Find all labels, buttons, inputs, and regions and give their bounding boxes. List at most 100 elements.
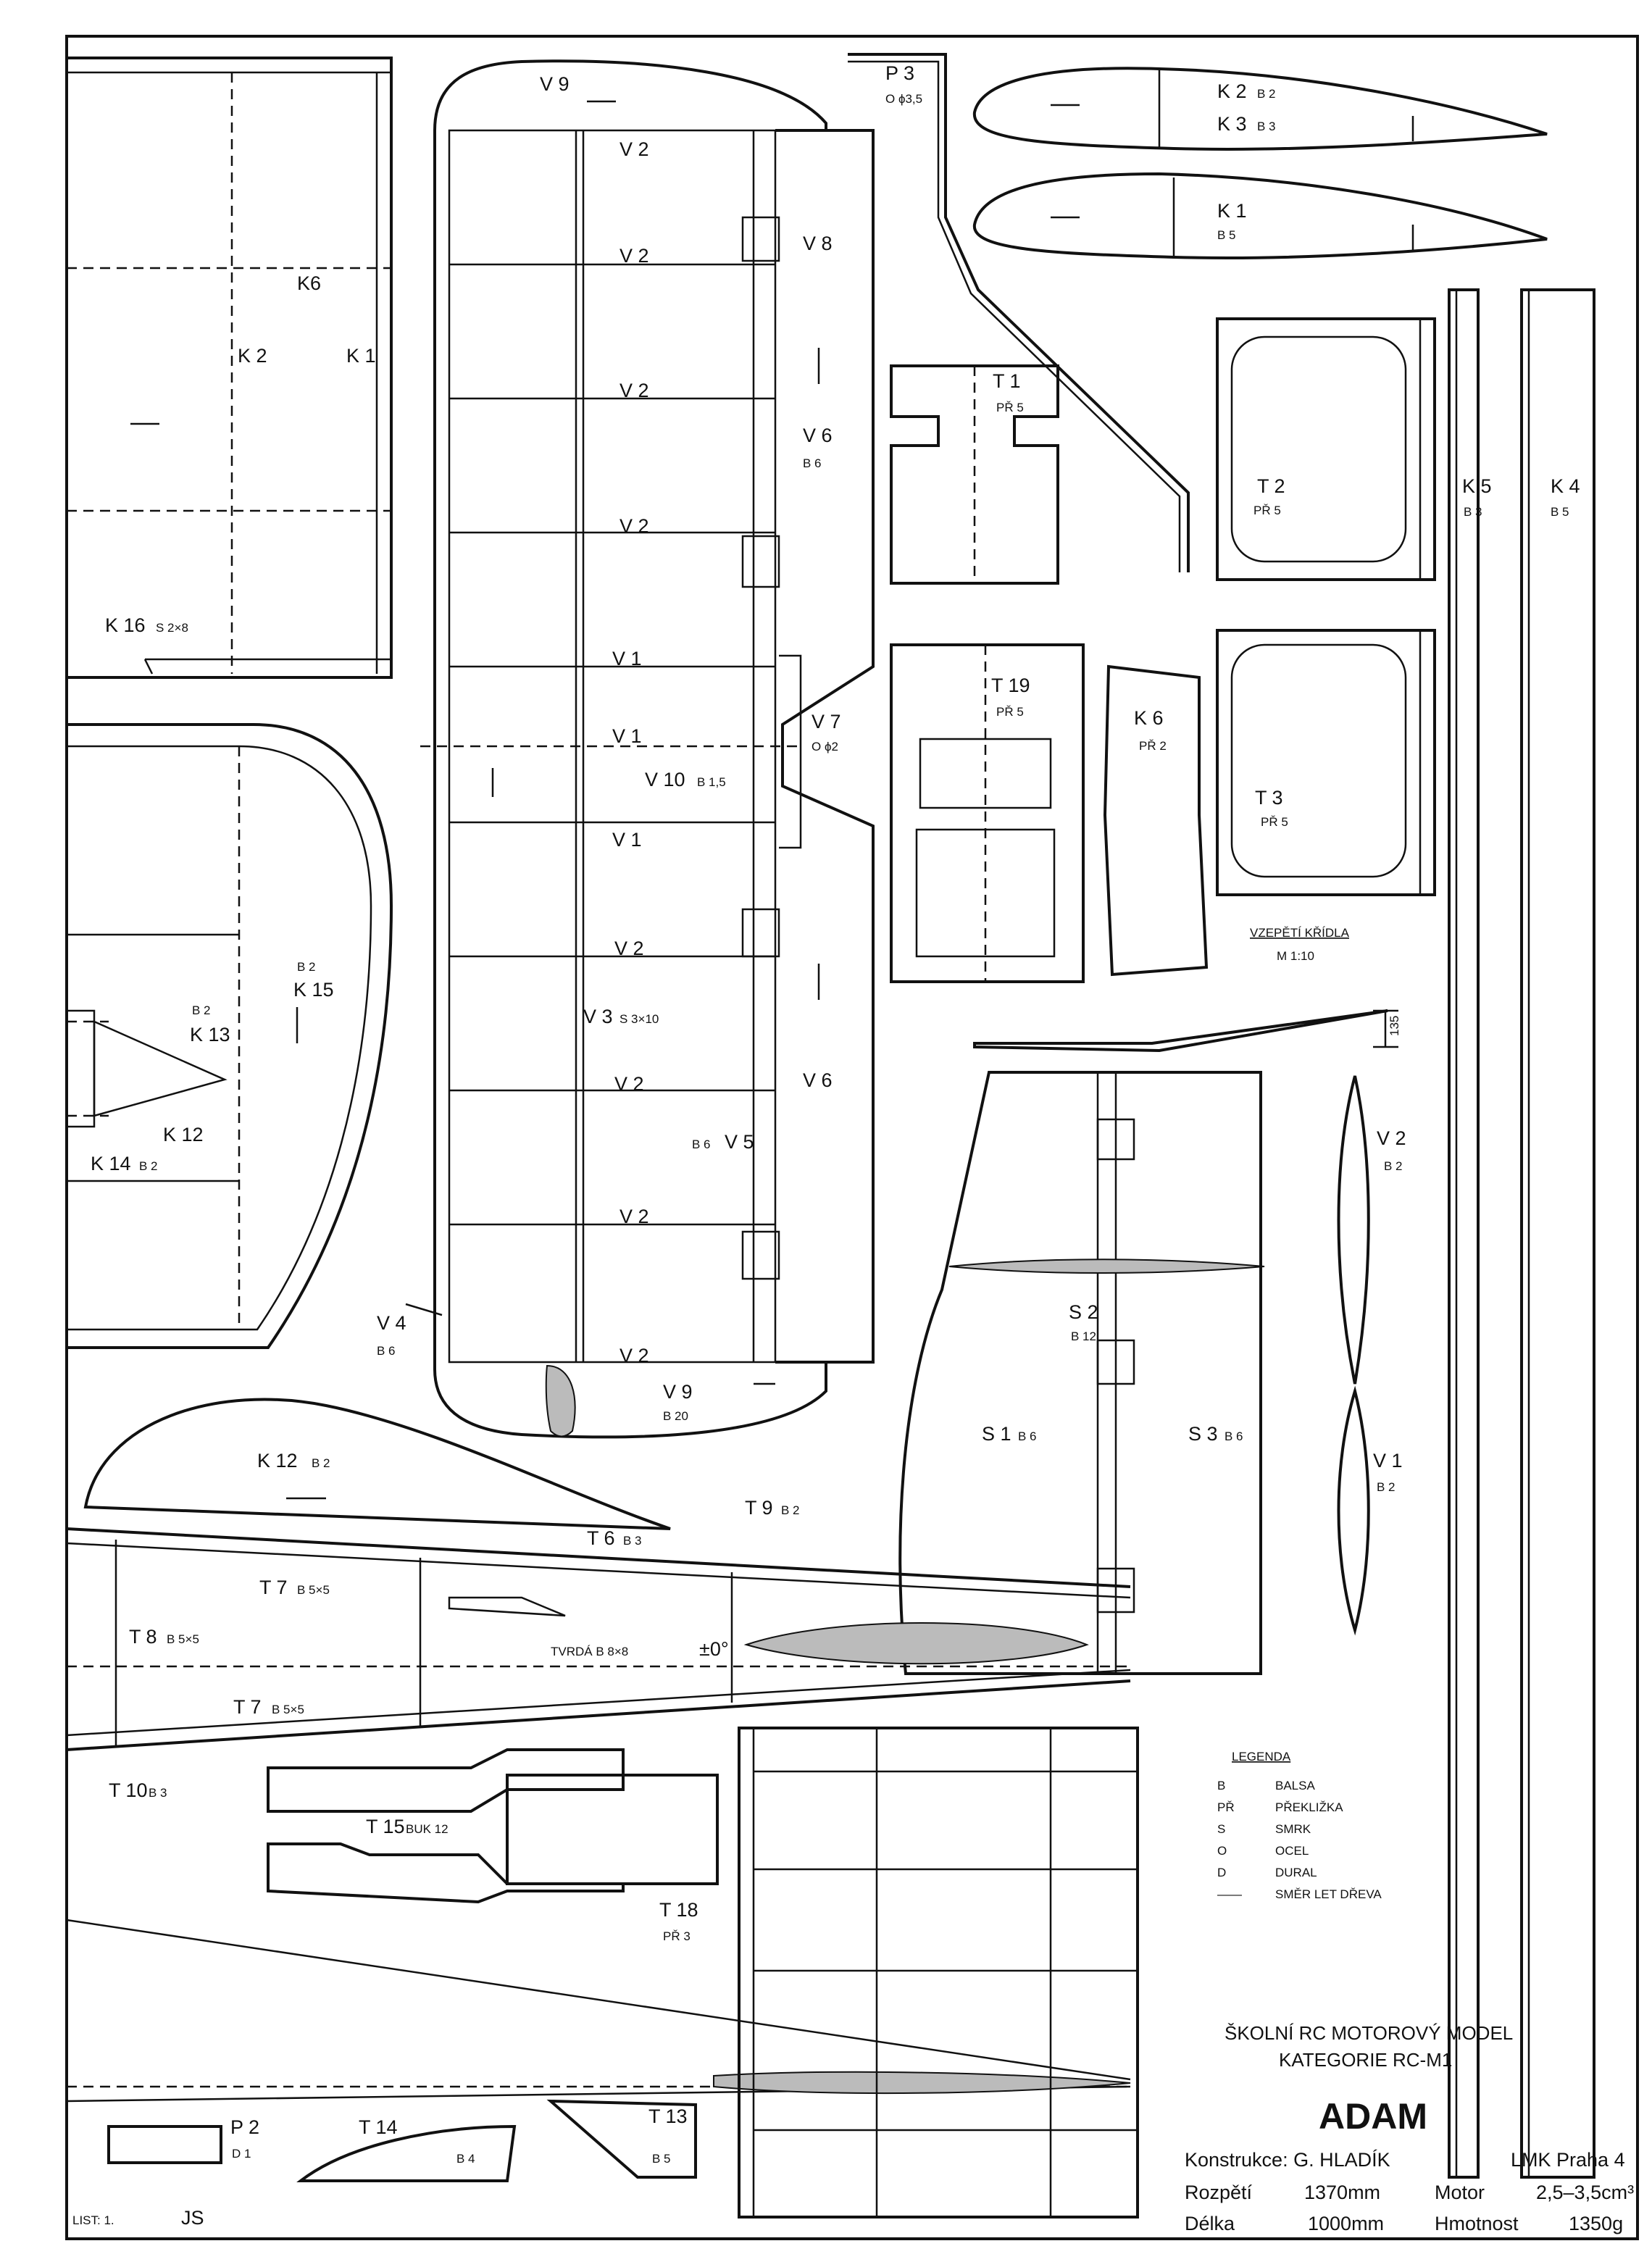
label-wing-v2-2: V 2 xyxy=(620,245,649,267)
designer: Konstrukce: G. HLADÍK xyxy=(1185,2149,1390,2171)
title-block: ŠKOLNÍ RC MOTOROVÝ MODEL KATEGORIE RC-M1… xyxy=(1185,2022,1634,2234)
model-name: ADAM xyxy=(1319,2096,1427,2137)
label-k1: K 1 xyxy=(1217,200,1247,222)
p3-wire xyxy=(848,53,1190,572)
elevator-view xyxy=(67,723,393,1349)
label-k14-spec: B 2 xyxy=(139,1159,158,1173)
label-k4-spec: B 5 xyxy=(1551,505,1569,519)
length-value: 1000mm xyxy=(1308,2213,1384,2234)
label-t10-spec: B 3 xyxy=(149,1786,167,1800)
label-wing-v7-spec: O ϕ2 xyxy=(812,740,838,754)
span-label: Rozpětí xyxy=(1185,2182,1253,2203)
motor-label: Motor xyxy=(1435,2182,1485,2203)
label-t18: T 18 xyxy=(659,1899,698,1921)
motor-value: 2,5–3,5cm³ xyxy=(1536,2182,1634,2203)
label-wing-v2-7: V 2 xyxy=(620,1206,649,1227)
label-wing-v9-spec: B 20 xyxy=(663,1409,688,1423)
label-k14: K 14 xyxy=(91,1153,131,1174)
label-t14-spec: B 4 xyxy=(456,2152,475,2166)
mass-label: Hmotnost xyxy=(1435,2213,1519,2234)
label-wing-v10-spec: B 1,5 xyxy=(697,775,726,789)
label-k15-spec: B 2 xyxy=(297,960,316,974)
label-k3-spec: B 3 xyxy=(1257,120,1276,133)
label-k5-spec: B 3 xyxy=(1464,505,1482,519)
label-t2: T 2 xyxy=(1257,475,1285,497)
label-wing-v6: V 6 xyxy=(803,425,833,446)
label-t1-spec: PŘ 5 xyxy=(996,401,1024,414)
club: LMK Praha 4 xyxy=(1511,2149,1625,2171)
label-wing-v4: V 4 xyxy=(377,1312,406,1334)
label-k12b: K 12 xyxy=(257,1450,298,1472)
label-s3-spec: B 6 xyxy=(1225,1429,1243,1443)
label-t7a: T 7 xyxy=(259,1577,288,1598)
t2-former xyxy=(1216,317,1436,581)
title-line2: KATEGORIE RC-M1 xyxy=(1279,2049,1452,2071)
label-wing-v1-3: V 1 xyxy=(612,829,642,851)
label-wing-v6-spec: B 6 xyxy=(803,456,822,470)
label-t7b-spec: B 5×5 xyxy=(272,1703,304,1716)
label-k13-spec: B 2 xyxy=(192,1003,211,1017)
label-k2-spec: B 2 xyxy=(1257,87,1276,101)
k5-k4-spars xyxy=(1448,288,1595,2179)
label-wing-v6-2: V 6 xyxy=(803,1069,833,1091)
label-t8: T 8 xyxy=(129,1626,157,1648)
length-label: Délka xyxy=(1185,2213,1235,2234)
label-t7a-spec: B 5×5 xyxy=(297,1583,330,1597)
label-s2-spec: B 12 xyxy=(1071,1330,1096,1343)
legend-code: O xyxy=(1217,1844,1227,1858)
dihedral-title: VZEPĚTÍ KŘÍDLA xyxy=(1250,926,1350,940)
v2-section xyxy=(1337,1075,1370,1385)
label-t6-spec: B 3 xyxy=(623,1534,642,1548)
label-t9: T 9 xyxy=(745,1497,773,1519)
label-t13-spec: B 5 xyxy=(652,2152,671,2166)
mass-value: 1350g xyxy=(1569,2213,1623,2234)
legend-title: LEGENDA xyxy=(1232,1750,1291,1763)
wing-plan xyxy=(420,59,875,1439)
label-wing-v5: V 5 xyxy=(725,1131,754,1153)
label-k1: K 1 xyxy=(346,345,376,367)
k2-k3-rib xyxy=(972,67,1548,151)
legend-text: SMRK xyxy=(1275,1822,1311,1836)
fuselage-top xyxy=(66,1727,1139,2218)
label-t10: T 10 xyxy=(109,1779,148,1801)
label-wing-v4-spec: B 6 xyxy=(377,1344,396,1358)
label-wing-v1-1: V 1 xyxy=(612,648,642,669)
label-wing-v1-2: V 1 xyxy=(612,725,642,747)
label-t13: T 13 xyxy=(648,2105,688,2127)
label-wing-v8: V 8 xyxy=(803,233,833,254)
dihedral-dim: 135 xyxy=(1388,1016,1401,1036)
label-p3-spec: O ϕ3,5 xyxy=(885,92,922,106)
label-wing-v5-spec: B 6 xyxy=(692,1138,711,1151)
label-v1-part: V 1 xyxy=(1373,1450,1403,1472)
label-wing-v2-1: V 2 xyxy=(620,138,649,160)
label-k12b-spec: B 2 xyxy=(312,1456,330,1470)
label-k13: K 13 xyxy=(190,1024,230,1045)
label-k15: K 15 xyxy=(293,979,334,1001)
label-wing-v2-5: V 2 xyxy=(614,938,644,959)
label-t8-spec: B 5×5 xyxy=(167,1632,199,1646)
label-wing-v2-3: V 2 xyxy=(620,380,649,401)
label-t7b: T 7 xyxy=(233,1696,262,1718)
legend-code: S xyxy=(1217,1822,1225,1836)
label-wing-v2-4: V 2 xyxy=(620,515,649,537)
k1-rib xyxy=(972,172,1548,259)
label-t1: T 1 xyxy=(993,370,1021,392)
label-k5: K 5 xyxy=(1462,475,1492,497)
label-k6: K 6 xyxy=(1134,707,1164,729)
sheet-author: JS xyxy=(181,2207,204,2229)
label-wing-v3: V 3 xyxy=(583,1006,613,1027)
k6-brace xyxy=(1103,664,1209,977)
p2-plate xyxy=(107,2125,222,2164)
legend-code: B xyxy=(1217,1779,1225,1792)
label-t6: T 6 xyxy=(587,1527,615,1549)
label-k1-spec: B 5 xyxy=(1217,228,1236,242)
legend-code: —— xyxy=(1217,1887,1242,1901)
label-wing-v9-bot: V 9 xyxy=(663,1381,693,1403)
label-k16: K 16 xyxy=(105,614,146,636)
label-s1: S 1 xyxy=(982,1423,1011,1445)
label-t9-spec: B 2 xyxy=(781,1503,800,1517)
label-k12: K 12 xyxy=(163,1124,204,1145)
label-wing-v7: V 7 xyxy=(812,711,841,732)
label-s1-spec: B 6 xyxy=(1018,1429,1037,1443)
